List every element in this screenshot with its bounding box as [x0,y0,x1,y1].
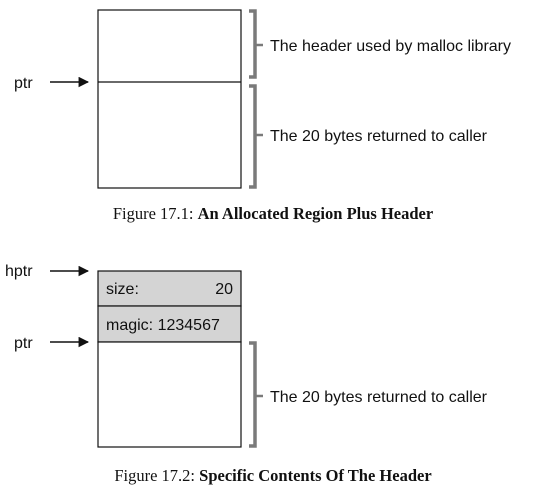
figure2-body-bracket [249,341,257,448]
figure1-caption: Figure 17.1: An Allocated Region Plus He… [113,204,433,223]
figure2-size-label: size: [106,281,139,298]
figure2-caption-prefix: Figure 17.2: [114,466,199,485]
figure1-allocated-region-box [97,9,242,189]
figure1-ptr-label: ptr [14,75,33,92]
figure-1: ptr The header used by malloc library Th… [14,9,511,223]
figure1-caption-prefix: Figure 17.1: [113,204,198,223]
figure1-body-bracket [249,84,257,189]
figure1-caption-title: An Allocated Region Plus Header [198,204,434,223]
figure2-size-value: 20 [215,281,233,298]
figure2-magic-label: magic: 1234567 [106,317,220,334]
figure2-header-size-cell [97,270,242,307]
figure-2: size: 20 magic: 1234567 hptr ptr The 20 … [5,263,488,485]
figure2-ptr-label: ptr [14,335,33,352]
figure2-hptr-label: hptr [5,263,33,280]
figure1-header-annotation: The header used by malloc library [270,38,511,55]
figure2-caption-title: Specific Contents Of The Header [199,466,432,485]
figure1-header-bracket [249,9,257,79]
figure2-body-annotation: The 20 bytes returned to caller [270,389,488,406]
figure2-returned-region-box [97,341,242,448]
figure2-caption: Figure 17.2: Specific Contents Of The He… [114,466,431,485]
figure1-body-annotation: The 20 bytes returned to caller [270,128,488,145]
